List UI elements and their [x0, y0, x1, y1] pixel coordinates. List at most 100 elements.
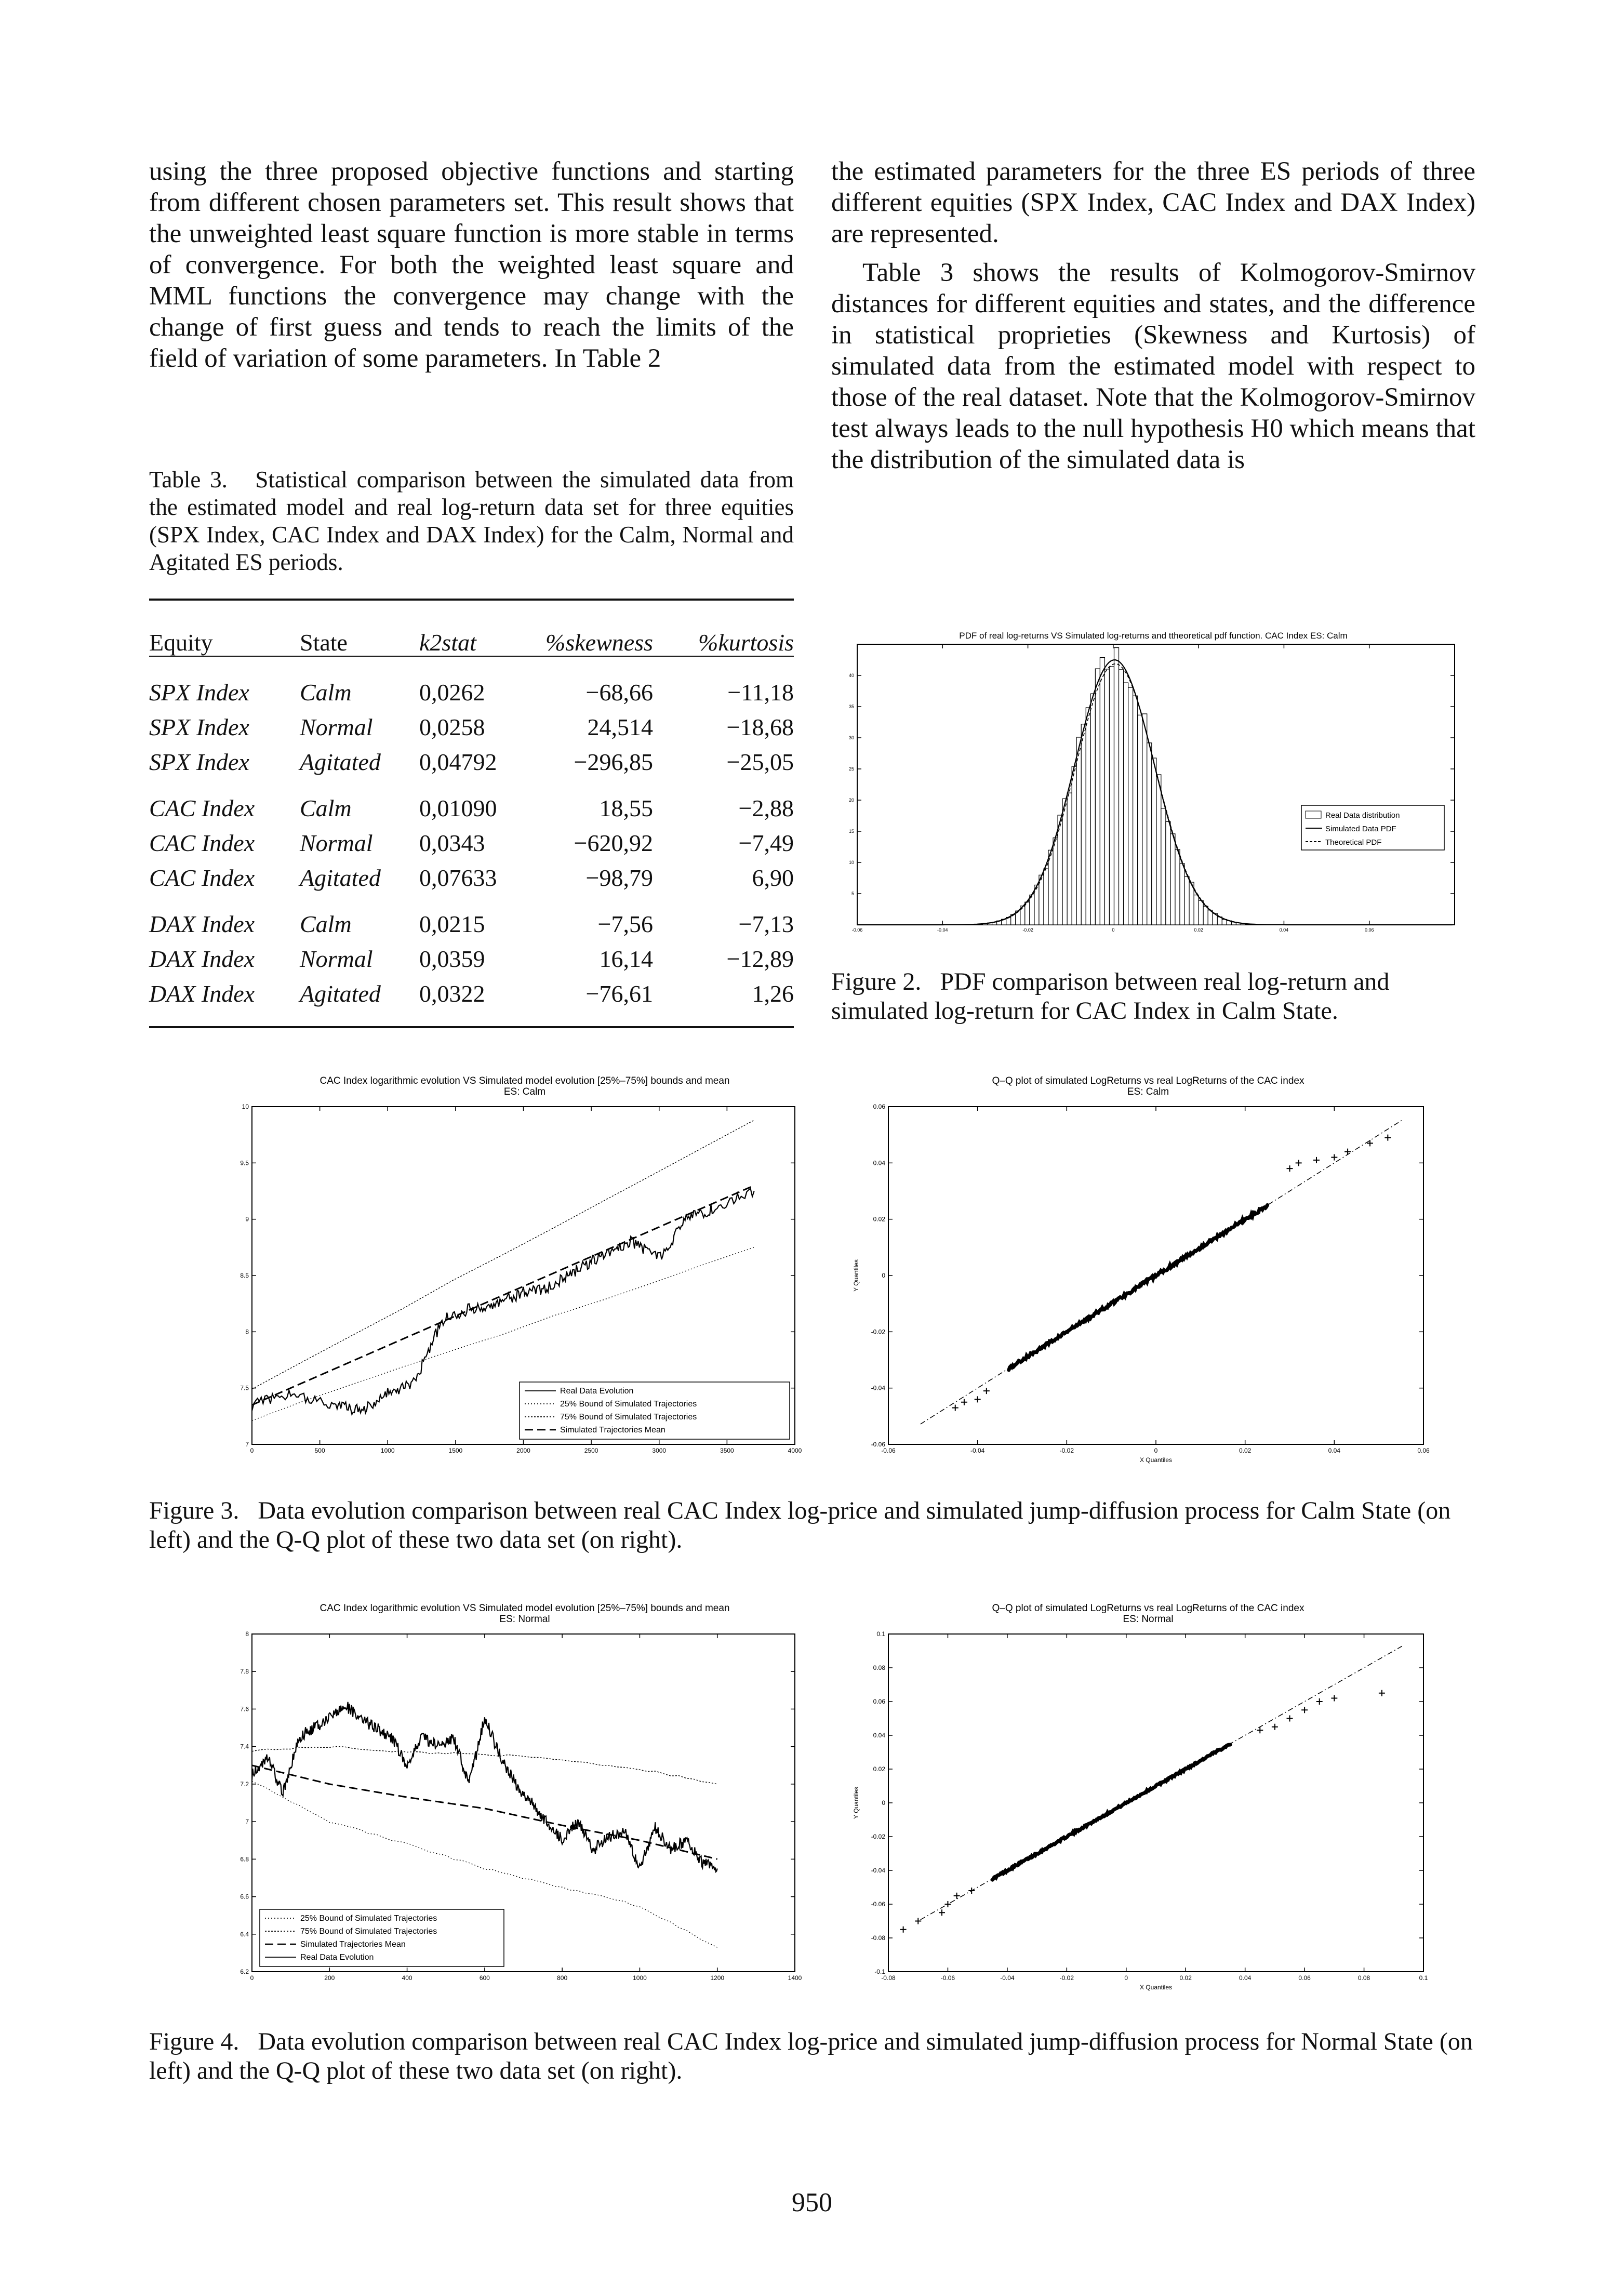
figure4-caption-label: Figure 4.: [149, 2028, 239, 2055]
table3-cell: 1,26: [752, 980, 794, 1007]
x-tick-label: -0.04: [970, 1447, 985, 1454]
y-tick-label: 0.02: [873, 1765, 886, 1773]
x-tick-label: 800: [557, 1974, 567, 1982]
y-tick-label: 10: [242, 1103, 249, 1110]
table3-cell: −76,61: [585, 980, 653, 1007]
x-tick-label: 0.06: [1298, 1974, 1311, 1982]
x-tick-label: 400: [402, 1974, 412, 1982]
legend-label: 25% Bound of Simulated Trajectories: [300, 1914, 437, 1923]
x-tick-label: 0.04: [1328, 1447, 1341, 1454]
histogram-bar: [1179, 863, 1185, 925]
qq-point-cloud: [1007, 1203, 1270, 1372]
table3-cell: 0,0343: [419, 830, 485, 856]
table3-cell: Agitated: [300, 980, 381, 1007]
table3-cell: CAC Index: [149, 830, 255, 856]
chart-subtitle: ES: Calm: [1127, 1086, 1169, 1097]
y-tick-label: 7: [245, 1441, 249, 1448]
qq-point-cloud: [990, 1743, 1232, 1882]
table3-cell: DAX Index: [149, 911, 255, 937]
y-tick-label: -0.06: [871, 1901, 886, 1908]
y-tick-label: 8.5: [240, 1272, 249, 1279]
x-tick-label: 500: [315, 1447, 325, 1454]
table3-cell: −7,49: [738, 830, 794, 856]
y-tick-label: -0.04: [871, 1385, 886, 1392]
series-line: [251, 1247, 754, 1421]
table3-cell: −296,85: [574, 749, 653, 775]
histogram-bar: [1067, 792, 1072, 925]
chart-subtitle: ES: Calm: [504, 1086, 545, 1097]
qq-point: [939, 1909, 945, 1916]
series-line: [251, 1185, 755, 1406]
y-tick-label: -0.06: [871, 1441, 886, 1448]
x-axis-label: X Quantiles: [1140, 1984, 1172, 1991]
table3-cell: Normal: [300, 946, 373, 972]
y-axis-label: Y Quantiles: [853, 1259, 860, 1292]
table3-cell: 0,0215: [419, 911, 485, 937]
table3-header-cell: %kurtosis: [698, 629, 794, 656]
x-tick-label: 4000: [788, 1447, 802, 1454]
x-tick-label: -0.04: [1000, 1974, 1015, 1982]
histogram-bar: [1029, 894, 1035, 925]
x-tick-label: 0: [1154, 1447, 1158, 1454]
histogram-bar: [1137, 714, 1143, 925]
histogram-bar: [1203, 906, 1208, 925]
x-tick-label: 0.02: [1239, 1447, 1252, 1454]
table3-cell: DAX Index: [149, 946, 255, 972]
figure2-caption-text: PDF comparison between real log-return a…: [831, 968, 1390, 1025]
table3-cell: Calm: [300, 795, 352, 821]
table3-cell: 6,90: [752, 865, 794, 891]
qq-point: [1331, 1695, 1338, 1702]
qq-point: [953, 1892, 960, 1899]
histogram-bar: [1151, 758, 1157, 925]
y-tick-label: 40: [849, 673, 854, 678]
qq-point: [968, 1888, 975, 1894]
left-body-paragraph: using the three proposed objective funct…: [149, 157, 794, 373]
x-tick-label: 0.02: [1180, 1974, 1192, 1982]
table3-cell: CAC Index: [149, 795, 255, 821]
x-tick-label: 0: [250, 1974, 254, 1982]
table3-cell: SPX Index: [149, 679, 249, 706]
legend-label: Real Data distribution: [1325, 811, 1400, 820]
series-line: [251, 1702, 718, 1874]
qq-point: [900, 1926, 907, 1933]
qq-point: [1286, 1165, 1293, 1172]
histogram-bar: [1081, 724, 1086, 925]
y-tick-label: 9.5: [240, 1159, 249, 1166]
histogram-bar: [1198, 900, 1204, 925]
table3-cell: −18,68: [726, 714, 794, 740]
qq-point: [1331, 1154, 1338, 1161]
histogram-bar: [1085, 707, 1091, 925]
table3-cell: SPX Index: [149, 714, 249, 740]
x-tick-label: 0.08: [1358, 1974, 1370, 1982]
plot-frame: [888, 1633, 1424, 1972]
table3-cell: SPX Index: [149, 749, 249, 775]
reference-line: [920, 1120, 1403, 1425]
x-tick-label: 3500: [720, 1447, 734, 1454]
x-tick-label: 1400: [788, 1974, 802, 1982]
y-tick-label: -0.04: [871, 1867, 886, 1874]
histogram-bar: [1053, 837, 1058, 925]
y-tick-label: 0: [882, 1799, 885, 1806]
legend-box: [259, 1909, 504, 1967]
x-tick-label: 1000: [633, 1974, 647, 1982]
y-tick-label: 6.8: [240, 1855, 249, 1863]
y-tick-label: 8: [245, 1630, 249, 1638]
right-body-paragraph-1: the estimated parameters for the three E…: [831, 157, 1475, 248]
histogram-bar: [1024, 901, 1030, 925]
qq-point: [1367, 1140, 1373, 1147]
table3-cell: 24,514: [587, 714, 654, 740]
qq-point: [983, 1388, 990, 1394]
chart-subtitle: ES: Normal: [499, 1614, 550, 1625]
table3-cell: −98,79: [585, 865, 653, 891]
y-axis-label: Y Quantiles: [853, 1787, 860, 1819]
table3-cell: Agitated: [300, 749, 381, 775]
table3-header-cell: k2stat: [419, 629, 476, 656]
qq-point: [1345, 1148, 1351, 1155]
figure3-caption: Figure 3. Data evolution comparison betw…: [149, 1496, 1479, 1555]
y-tick-label: -0.1: [874, 1968, 885, 1975]
table3-cell: −620,92: [574, 830, 653, 856]
y-tick-label: 20: [849, 798, 854, 803]
legend-label: 75% Bound of Simulated Trajectories: [560, 1413, 697, 1422]
